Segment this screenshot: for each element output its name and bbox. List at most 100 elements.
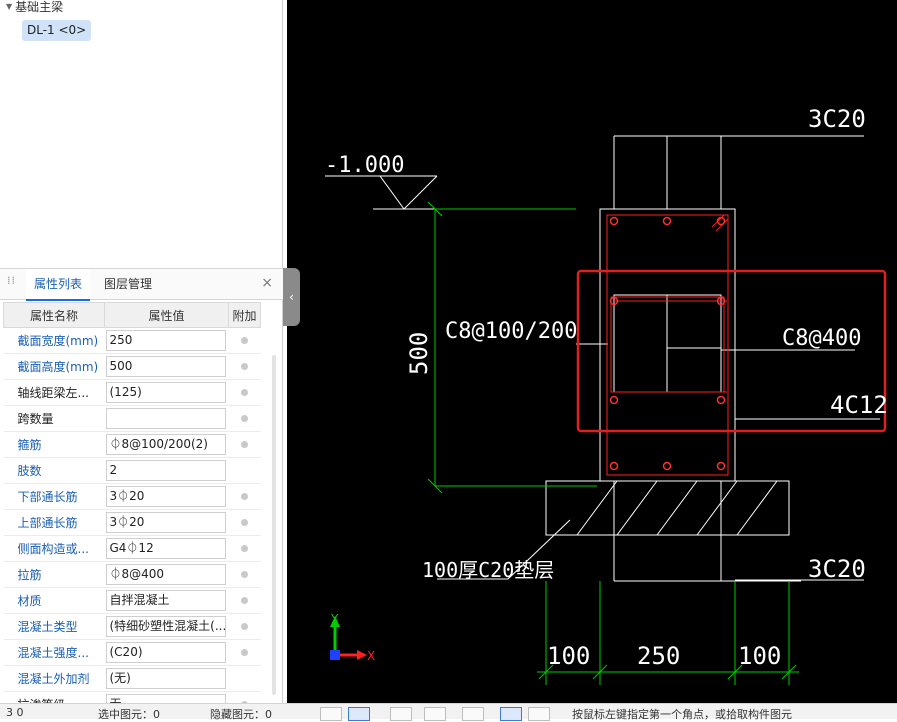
collapse-panel-button[interactable]: ‹ (283, 268, 300, 326)
property-name: 混凝土外加剂 (3, 665, 105, 692)
table-row[interactable]: 混凝土外加剂(无) (3, 665, 261, 692)
property-extra-cell (228, 405, 261, 432)
dim-right: 100 (738, 642, 781, 670)
property-value-field[interactable]: ⏀8@400 (105, 564, 226, 585)
properties-scrollbar[interactable] (272, 355, 276, 695)
property-name: 混凝土强度... (3, 639, 105, 666)
property-extra-cell (228, 483, 261, 510)
property-value-field[interactable]: ⏀8@100/200(2) (105, 434, 226, 455)
property-value-cell: (125) (104, 379, 229, 406)
extra-toggle-icon[interactable] (241, 649, 248, 656)
property-extra-cell (228, 457, 261, 484)
property-value-cell: 500 (104, 353, 229, 380)
property-value-field[interactable]: (无) (105, 668, 226, 689)
section-drawing: 3C20 -1.000 C8@100/200 C8@400 4C12 3C20 … (325, 105, 888, 685)
drag-handle-icon[interactable]: ⁞⁞ (7, 274, 16, 287)
close-icon[interactable]: × (261, 275, 273, 291)
tree-category-label: 基础主梁 (15, 0, 64, 14)
label-tie: C8@400 (782, 326, 861, 351)
axis-x-label: X (367, 649, 375, 663)
extra-toggle-icon[interactable] (241, 415, 248, 422)
tree-category[interactable]: ▼ 基础主梁 (6, 0, 63, 14)
property-extra-cell (228, 561, 261, 588)
property-value-field[interactable]: 250 (105, 330, 226, 351)
extra-toggle-icon[interactable] (241, 441, 248, 448)
property-value-field[interactable]: (C20) (105, 642, 226, 663)
extra-toggle-icon[interactable] (241, 493, 248, 500)
chevron-left-icon: ‹ (289, 290, 294, 304)
property-name: 拉筋 (3, 561, 105, 588)
dim-left: 100 (547, 642, 590, 670)
property-value-field[interactable]: 2 (105, 460, 226, 481)
extra-toggle-icon[interactable] (241, 597, 248, 604)
property-value-field[interactable] (105, 408, 226, 429)
extra-toggle-icon[interactable] (241, 545, 248, 552)
panel-tab-bar: ⁞⁞ 属性列表 图层管理 × (0, 268, 283, 301)
property-value-field[interactable]: 3⏀20 (105, 512, 226, 533)
status-hidden: 隐藏图元：0 (210, 708, 272, 721)
property-extra-cell (228, 665, 261, 692)
property-value-field[interactable]: 500 (105, 356, 226, 377)
property-extra-cell (228, 639, 261, 666)
property-extra-cell (228, 587, 261, 614)
table-row[interactable]: 截面宽度(mm)250 (3, 327, 261, 354)
property-value-cell: 3⏀20 (104, 483, 229, 510)
property-value-cell: 250 (104, 327, 229, 354)
select-box-button[interactable] (348, 707, 370, 721)
property-value-field[interactable]: G4⏀12 (105, 538, 226, 559)
label-top-bars: 3C20 (808, 105, 866, 133)
property-name: 肢数 (3, 457, 105, 484)
ortho-button[interactable] (320, 707, 342, 721)
caret-down-icon[interactable]: ▼ (6, 2, 13, 11)
property-extra-cell (228, 509, 261, 536)
table-row[interactable]: 拉筋⏀8@400 (3, 561, 261, 588)
extra-toggle-icon[interactable] (241, 519, 248, 526)
property-extra-cell (228, 327, 261, 354)
extra-toggle-icon[interactable] (241, 389, 248, 396)
snap-button[interactable] (500, 707, 522, 721)
component-tree: ▼ 基础主梁 DL-1 <0> (0, 0, 283, 266)
property-extra-cell (228, 431, 261, 458)
property-value-cell: G4⏀12 (104, 535, 229, 562)
property-value-field[interactable]: 自拌混凝土 (105, 590, 226, 611)
angle-button[interactable] (424, 707, 446, 721)
cross-select-button[interactable] (390, 707, 412, 721)
header-value: 属性值 (104, 302, 229, 328)
label-bottom-bars: 3C20 (808, 555, 866, 583)
table-row[interactable]: 材质自拌混凝土 (3, 587, 261, 614)
table-row[interactable]: 混凝土类型(特细砂塑性混凝土(... (3, 613, 261, 640)
table-row[interactable]: 混凝土强度...(C20) (3, 639, 261, 666)
tab-properties[interactable]: 属性列表 (26, 269, 91, 301)
property-value-cell: (特细砂塑性混凝土(... (104, 613, 229, 640)
table-row[interactable]: 跨数量 (3, 405, 261, 432)
property-name: 混凝土类型 (3, 613, 105, 640)
status-hint: 按鼠标左键指定第一个角点，或拾取构件图元 (572, 708, 792, 721)
extra-toggle-icon[interactable] (241, 571, 248, 578)
offset-button[interactable] (462, 707, 484, 721)
tab-layers[interactable]: 图层管理 (104, 277, 153, 291)
table-row[interactable]: 轴线距梁左...(125) (3, 379, 261, 406)
table-row[interactable]: 箍筋⏀8@100/200(2) (3, 431, 261, 458)
extra-toggle-icon[interactable] (241, 363, 248, 370)
status-selected: 选中图元：0 (98, 708, 160, 721)
table-row[interactable]: 侧面构造或...G4⏀12 (3, 535, 261, 562)
tree-item-dl1[interactable]: DL-1 <0> (22, 20, 92, 41)
property-name: 跨数量 (3, 405, 105, 432)
property-name: 截面高度(mm) (3, 353, 105, 380)
table-row[interactable]: 截面高度(mm)500 (3, 353, 261, 380)
cad-canvas[interactable]: 3C20 -1.000 C8@100/200 C8@400 4C12 3C20 … (287, 0, 897, 703)
property-value-field[interactable]: (125) (105, 382, 226, 403)
property-name: 轴线距梁左... (3, 379, 105, 406)
dynamic-input-button[interactable] (528, 707, 550, 721)
property-value-field[interactable]: (特细砂塑性混凝土(... (105, 616, 226, 637)
property-value-field[interactable]: 3⏀20 (105, 486, 226, 507)
extra-toggle-icon[interactable] (241, 337, 248, 344)
header-name: 属性名称 (3, 302, 105, 328)
property-name: 截面宽度(mm) (3, 327, 105, 354)
extra-toggle-icon[interactable] (241, 623, 248, 630)
